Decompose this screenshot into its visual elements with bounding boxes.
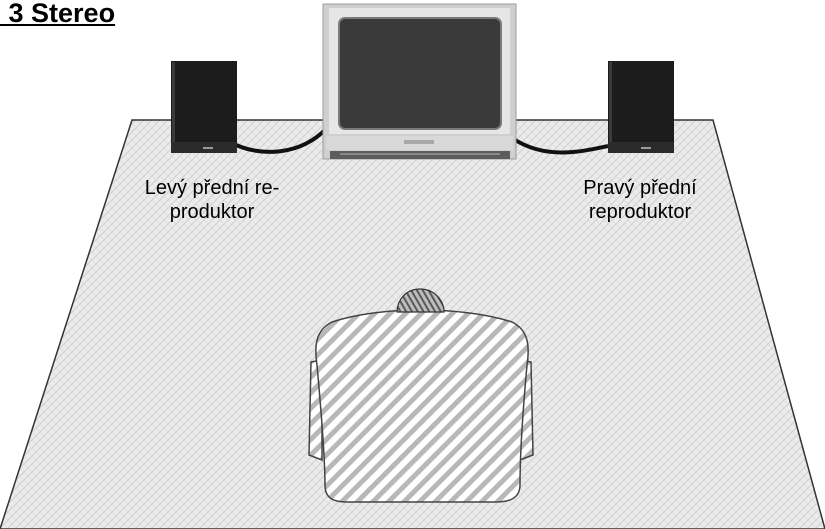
right-speaker-icon [608,61,674,153]
television-icon [323,4,516,159]
left-speaker-label-line1: Levý přední re- [112,176,312,200]
right-speaker-label: Pravý přední reproduktor [540,176,740,224]
armchair-icon [309,310,533,502]
right-speaker-label-line1: Pravý přední [540,176,740,200]
left-speaker-label-line2: produktor [112,200,312,224]
heading-cropped-prefix: : [0,0,1,28]
left-speaker-label: Levý přední re- produktor [112,176,312,224]
section-heading: : 3 Stereo [0,0,115,29]
heading-text: 3 Stereo [9,0,116,28]
left-speaker-icon [171,61,237,153]
right-speaker-label-line2: reproduktor [540,200,740,224]
